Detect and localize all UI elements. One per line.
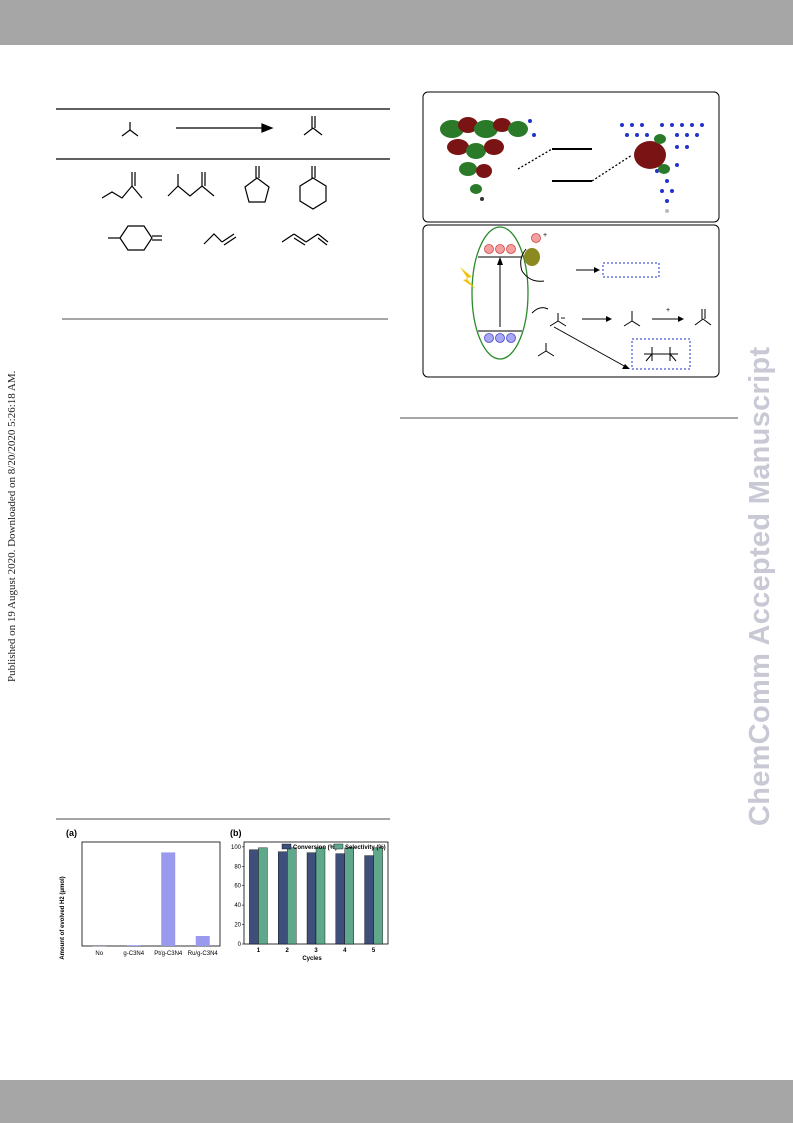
chart-b-xtick: 5	[372, 948, 376, 954]
butene-structure	[203, 233, 237, 246]
isobutene-product	[694, 309, 712, 326]
chart-b-bar	[278, 851, 288, 945]
tert-butyl-cation	[623, 311, 641, 327]
dimer-structure	[644, 347, 678, 362]
cocatalyst-particle	[524, 248, 540, 266]
chart-b-panel-label: (b)	[230, 828, 242, 838]
chart-b-ytick: 0	[238, 942, 242, 948]
photocatalyst-ellipse	[471, 226, 529, 360]
chart-b-legend-label: Selectivity (%)	[345, 845, 386, 851]
chart-a-xtick: Ru/g-C3N4	[188, 951, 219, 957]
methylpentene-structure	[101, 172, 143, 199]
chart-b-xlabel: Cycles	[302, 956, 322, 962]
chart-a-h2-evolution: (a) No g-C3N4 Pt/g-C3N4 Ru/g-C3N4 Amount of…	[60, 828, 221, 960]
chart-b-bar	[373, 847, 383, 945]
footer-bar	[0, 1080, 793, 1123]
chart-b-bar	[287, 847, 297, 945]
chart-b-ytick: 100	[231, 845, 242, 851]
accepted-manuscript-watermark: ChemComm Accepted Manuscript	[744, 346, 776, 826]
tert-butyl-radical	[549, 313, 567, 327]
coupling-product-box	[631, 338, 691, 370]
methylenecyclopentane-structure	[244, 166, 270, 203]
chart-a-bar	[161, 852, 176, 946]
right-column-rule	[400, 417, 738, 419]
chart-b-xtick: 2	[286, 948, 290, 954]
chart-a-xtick: Pt/g-C3N4	[154, 951, 183, 957]
methylenecyclohexane-structure	[299, 166, 327, 210]
isobutene-structure	[303, 116, 323, 136]
chart-b-ytick: 80	[234, 864, 241, 870]
substrate-scheme	[56, 108, 390, 320]
chart-b-legend-swatch	[333, 843, 344, 850]
chart-a-bar	[126, 945, 141, 946]
reaction-arrow	[176, 123, 274, 133]
chart-b-legend-label: Conversion (%)	[293, 845, 337, 851]
proton-charge: +	[543, 232, 547, 239]
published-note: Published on 19 August 2020. Downloaded …	[6, 370, 18, 682]
dimethylpentene-structure	[167, 172, 215, 197]
chart-b-xtick: 4	[343, 948, 347, 954]
chart-a-bar	[195, 936, 210, 946]
chart-b-legend-swatch	[281, 843, 292, 850]
h2-product-box	[602, 262, 660, 278]
chart-b-ytick: 40	[234, 903, 241, 909]
chart-b-xtick: 1	[257, 948, 261, 954]
chart-b-bar	[335, 853, 346, 945]
cation-charge: +	[666, 307, 670, 314]
hexadiene-structure	[281, 233, 329, 246]
lumo-orbital-structure	[620, 123, 704, 213]
light-bolt-icon	[460, 267, 476, 289]
isobutane-structure	[121, 122, 139, 137]
chart-b-bar	[306, 852, 317, 945]
mechanism-figure: + +	[422, 91, 720, 378]
chart-a-panel-label: (a)	[66, 828, 77, 838]
chart-a-frame	[81, 841, 221, 947]
chart-a-xtick: No	[95, 951, 103, 957]
chart-b-bar	[258, 847, 268, 945]
chart-b-ytick: 60	[234, 884, 241, 890]
chart-b-bar	[364, 855, 374, 945]
header-bar	[0, 0, 793, 45]
chart-figure-rule	[56, 818, 390, 820]
holes	[484, 333, 516, 343]
chart-b-bar	[344, 847, 355, 945]
orbital-panel	[422, 91, 720, 223]
chart-b-bar	[249, 849, 259, 945]
chart-b-bar	[315, 847, 326, 945]
chart-b-recycling: (b) 0 20 40 60 80 100 1 2 3 4 5 Conversion (%) Selec…	[230, 828, 389, 962]
electrons	[484, 244, 516, 254]
chart-a-ylabel: Amount of evolved H2 (μmol)	[60, 876, 66, 959]
methyl-methylenecyclohexane-structure	[108, 225, 162, 251]
chart-b-ytick: 20	[234, 923, 241, 929]
chart-b-xtick: 3	[314, 948, 318, 954]
isobutane-reactant	[537, 343, 555, 357]
chart-a-xtick: g-C3N4	[123, 951, 144, 957]
homo-orbital-cloud	[440, 117, 536, 201]
